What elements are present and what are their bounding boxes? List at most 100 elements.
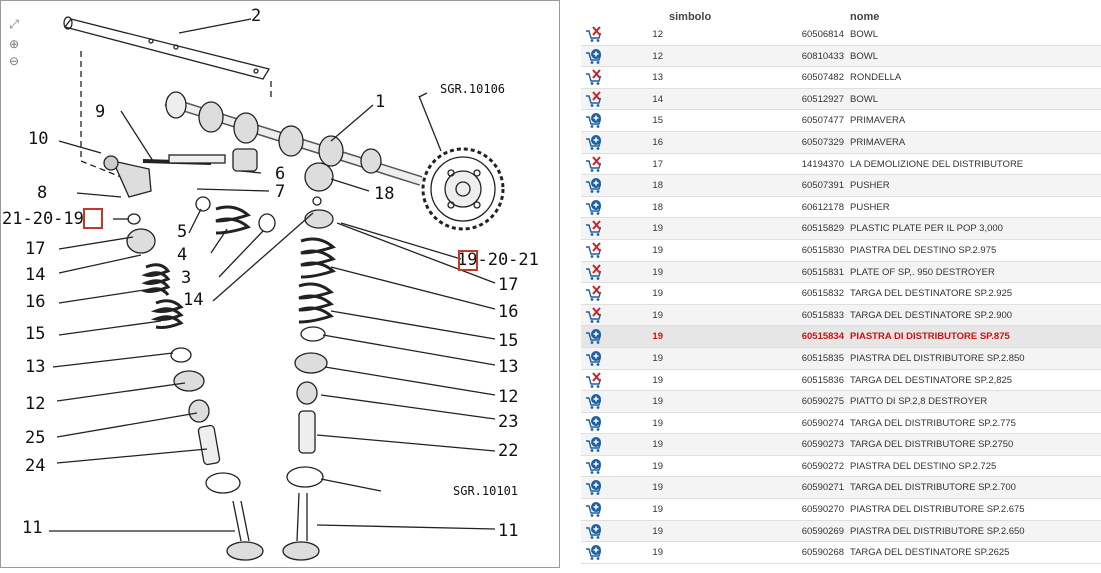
part-symbol: 19 (652, 288, 663, 300)
cart-add-icon[interactable] (585, 479, 602, 496)
callout-label[interactable]: 8 (37, 183, 48, 203)
callout-label[interactable]: 11 (22, 518, 43, 538)
cart-remove-icon[interactable] (585, 242, 602, 259)
callout-label[interactable]: 13 (25, 357, 46, 377)
cart-remove-icon[interactable] (585, 371, 602, 389)
cart-remove-icon[interactable] (585, 263, 602, 281)
callout-label[interactable]: 17 (25, 239, 46, 259)
cart-add-icon[interactable] (585, 458, 602, 475)
callout-label[interactable]: 14 (183, 290, 204, 310)
callout-label[interactable]: 16 (498, 302, 519, 322)
part-symbol: 19 (652, 374, 663, 386)
cart-remove-icon[interactable] (585, 285, 602, 302)
callout-label[interactable]: 4 (177, 245, 188, 265)
cart-add-icon[interactable] (585, 48, 602, 65)
cart-add-icon[interactable] (585, 134, 602, 151)
cart-add-icon[interactable] (585, 350, 602, 367)
callout-label[interactable]: 13 (498, 357, 519, 377)
part-symbol: 15 (652, 115, 663, 127)
callout-label[interactable]: 6 (275, 164, 286, 184)
callout-label[interactable]: 11 (498, 521, 519, 541)
callout-label[interactable]: 17 (498, 275, 519, 295)
callout-label[interactable]: 7 (275, 182, 286, 202)
column-header-symbol[interactable]: simbolo (669, 11, 712, 23)
callout-label[interactable]: 24 (25, 456, 46, 476)
callout-label[interactable]: 21-20-19 (2, 209, 84, 229)
cart-add-icon[interactable] (585, 177, 602, 194)
part-name: TARGA DEL DISTRIBUTORE SP.2.700 (850, 482, 1016, 494)
part-code: 60590269 (801, 525, 844, 537)
part-symbol: 19 (652, 525, 663, 537)
cart-add-icon[interactable] (585, 199, 602, 216)
cart-add-icon[interactable] (585, 501, 602, 518)
cart-remove-icon[interactable] (585, 155, 602, 173)
callout-label[interactable]: 16 (25, 292, 46, 312)
callout-label[interactable]: 25 (25, 428, 46, 448)
cart-add-icon[interactable] (585, 436, 602, 453)
part-name: TARGA DEL DISTRIBUTORE SP.2.775 (850, 417, 1016, 429)
part-code: 60612178 (801, 201, 844, 213)
zoom-out-icon[interactable]: ⊖ (8, 54, 20, 68)
cart-add-icon[interactable] (585, 393, 602, 410)
callout-label[interactable]: 12 (25, 394, 46, 414)
fit-screen-icon[interactable]: ⤢ (9, 16, 19, 31)
callout-label[interactable]: 23 (498, 412, 519, 432)
cart-add-icon[interactable] (585, 523, 602, 540)
cart-remove-icon[interactable] (585, 91, 602, 108)
callout-label[interactable]: 15 (498, 331, 519, 351)
cart-add-icon[interactable] (585, 328, 602, 345)
cart-remove-icon[interactable] (585, 26, 602, 43)
part-code: 60590273 (801, 439, 844, 451)
callout-label[interactable]: 1 (375, 92, 386, 112)
callout-label[interactable]: 12 (498, 387, 519, 407)
part-code: 60810433 (801, 50, 844, 62)
callout-label[interactable]: 3 (181, 268, 192, 288)
zoom-in-icon[interactable]: ⊕ (8, 37, 20, 51)
part-name: PUSHER (850, 180, 890, 192)
cart-remove-icon[interactable] (585, 307, 602, 324)
cart-add-icon[interactable] (585, 112, 602, 129)
callout-label[interactable]: 9 (95, 102, 106, 122)
callout-label[interactable]: 5 (177, 222, 188, 242)
part-code: 60515831 (801, 266, 844, 278)
callout-label[interactable]: 10 (28, 129, 49, 149)
callout-label[interactable]: 15 (25, 324, 46, 344)
cart-remove-icon[interactable] (585, 220, 602, 237)
column-header-name[interactable]: nome (850, 11, 880, 23)
callout-label[interactable]: 2 (251, 6, 262, 26)
cart-add-icon[interactable] (585, 415, 602, 432)
part-symbol: 12 (652, 29, 663, 40)
callout-label[interactable]: 22 (498, 441, 519, 461)
callout-label[interactable]: 18 (374, 184, 395, 204)
cart-remove-icon[interactable] (585, 69, 602, 86)
cart-add-icon[interactable] (585, 544, 602, 561)
callout-label[interactable]: 14 (25, 265, 46, 285)
